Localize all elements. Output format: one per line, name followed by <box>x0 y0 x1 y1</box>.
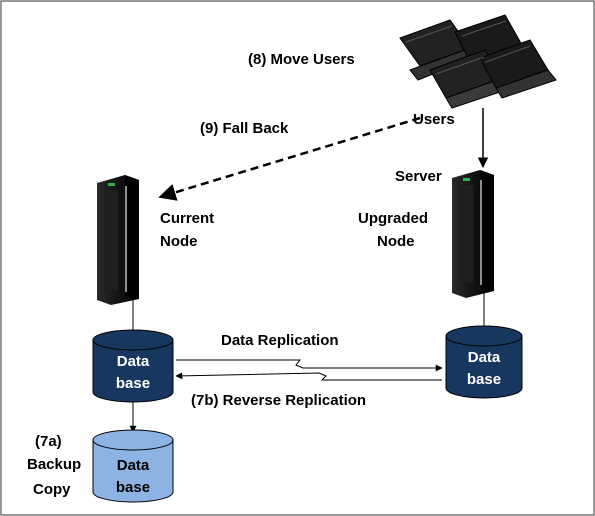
backup-database: Data base <box>92 429 174 503</box>
reverse-replication-arrow <box>175 372 442 381</box>
current-db-label-line2: base <box>116 375 150 392</box>
upgraded-node-label-line1: Upgraded <box>358 210 428 227</box>
upgraded-db-label-line2: base <box>467 371 501 388</box>
laptops-icon <box>399 14 557 109</box>
current-database: Data base <box>92 329 174 403</box>
data-replication-label: Data Replication <box>221 332 339 349</box>
backup-db-label-line1: Data <box>117 457 150 474</box>
backup-label-line1: (7a) <box>35 433 62 450</box>
upgraded-database: Data base <box>445 325 523 399</box>
server-label: Server <box>395 168 442 185</box>
move-users-label: (8) Move Users <box>248 51 355 68</box>
current-server-icon <box>97 175 139 305</box>
reverse-replication-label: (7b) Reverse Replication <box>191 392 366 409</box>
backup-label-line2: Backup <box>27 456 81 473</box>
data-replication-arrow <box>176 359 443 372</box>
fall-back-label: (9) Fall Back <box>200 120 289 137</box>
current-node-label-line1: Current <box>160 210 214 227</box>
users-label: Users <box>413 111 455 128</box>
upgraded-db-label-line1: Data <box>468 349 501 366</box>
current-node-label-line2: Node <box>160 233 198 250</box>
backup-db-label-line2: base <box>116 479 150 496</box>
upgraded-server-icon <box>452 170 494 298</box>
current-db-label-line1: Data <box>117 353 150 370</box>
upgraded-node-label-line2: Node <box>377 233 415 250</box>
fall-back-arrow <box>158 116 421 201</box>
backup-label-line3: Copy <box>33 481 71 498</box>
